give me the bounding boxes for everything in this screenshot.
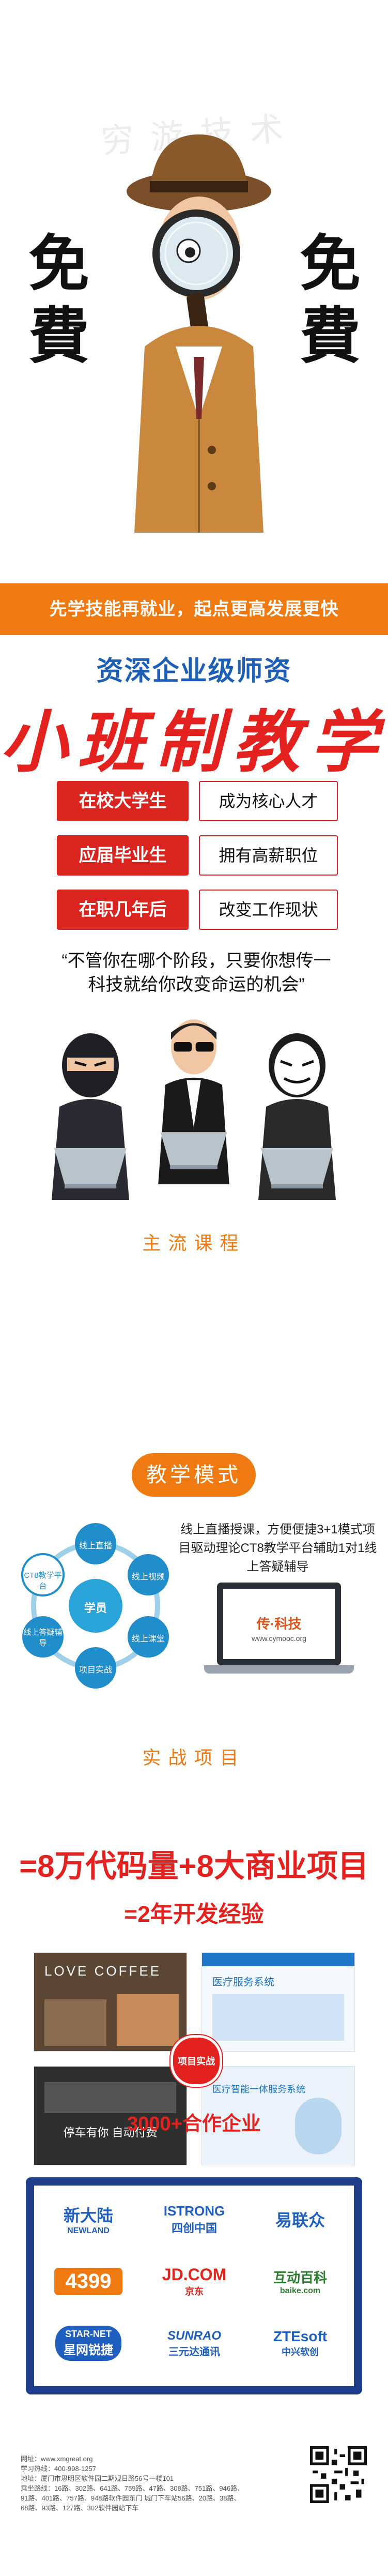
audience-tag: 在校大学生 — [57, 781, 189, 821]
ninja-figure-icon — [52, 1033, 129, 1200]
project-screenshot: 医疗服务系统 — [201, 1952, 355, 2052]
slogan-banner: 先学技能再就业，起点更高发展更快 — [0, 583, 388, 635]
opportunity-quote: “不管你在哪个阶段，只要你想传一科技就给你改变命运的机会” — [61, 951, 331, 995]
detective-illustration — [127, 134, 271, 533]
partner-logo: STAR-NET 星网锐捷 — [39, 2320, 137, 2367]
project-screenshot: LOVE COFFEE — [34, 1952, 187, 2052]
partners-title: 3000+合作企业 — [127, 2113, 261, 2135]
code-volume-headline: =8万代码量+8大商业项目 — [19, 1849, 369, 1884]
free-char-right-1: 免 — [300, 228, 361, 299]
footer-info: 网址：www.xmgreat.org 学习热线：400-998-1257 地址：… — [21, 2454, 279, 2513]
audience-row-3: 在职几年后 改变工作现状 — [57, 890, 338, 930]
free-char-left-1: 免 — [28, 228, 90, 299]
project-screenshot: 医疗智能一体服务系统 — [201, 2066, 355, 2165]
project-screenshot: 停车有你 自动付费 — [34, 2066, 187, 2165]
masked-figure-icon — [258, 1033, 336, 1200]
main-courses-title: 主流课程 — [142, 1232, 246, 1254]
audience-tag: 应届毕业生 — [57, 835, 189, 876]
partner-logo: ZTEsoft 中兴软创 — [273, 2328, 328, 2357]
footer-address: 地址：厦门市思明区软件园二期观日路56号一楼101 — [21, 2475, 174, 2482]
free-char-right-2: 費 — [300, 300, 361, 372]
partner-logo: 易联众 — [275, 2211, 325, 2229]
partner-logo: 互动百科 baike.com — [273, 2269, 327, 2295]
partner-logo: SUNRAO 三元达通讯 — [167, 2328, 221, 2358]
audience-tag: 在职几年后 — [57, 890, 189, 930]
partner-logo: ISTRONG 四创中国 — [163, 2203, 225, 2235]
project-caption: 医疗智能一体服务系统 — [212, 2084, 305, 2095]
laptop-screen: 传·科技 www.cymooc.org — [217, 1583, 341, 1665]
footer-website: 网址：www.xmgreat.org — [21, 2455, 93, 2463]
free-char-left-2: 費 — [28, 300, 90, 372]
footer-routes: 乘坐路线：16路、302路、641路、759路、47路、308路、751路、94… — [21, 2484, 244, 2492]
project-caption: LOVE COFFEE — [44, 1963, 162, 1979]
small-class-title: 小班制教学 — [0, 702, 388, 781]
cycle-node-label: 线上答疑辅导 — [23, 1628, 63, 1648]
faculty-title: 资深企业级师资 — [96, 656, 292, 686]
laptop-logo: 传·科技 — [256, 1616, 302, 1632]
qr-code-icon — [310, 2446, 367, 2503]
audience-desc: 改变工作现状 — [199, 890, 338, 930]
cycle-hub-label: 学员 — [84, 1602, 107, 1615]
footer-routes: 68路、93路、127路、302软件园站下车 — [21, 2504, 139, 2512]
project-badge: 项目实战 — [170, 2035, 222, 2087]
teaching-mode-title: 教学模式 — [132, 1453, 256, 1497]
projects-title: 实战项目 — [142, 1747, 246, 1768]
cycle-node-label: 项目实战 — [79, 1666, 112, 1675]
partner-logo: JD.COM 京东 — [162, 2265, 227, 2297]
cycle-node-label: 线上直播 — [79, 1542, 112, 1550]
partner-logo: 新大陆 NEWLAND — [63, 2206, 113, 2235]
audience-desc: 成为核心人才 — [199, 781, 338, 821]
teaching-cycle-diagram — [21, 1523, 169, 1689]
hero-section: 穷 游 技 术 传 教 免 費 免 費 — [0, 0, 388, 579]
audience-row-2: 应届毕业生 拥有高薪职位 — [57, 835, 338, 876]
footer-routes: 91路、401路、757路、948路软件园东门 城门下车站56路、20路、38路… — [21, 2494, 241, 2502]
cycle-node-label: CT8教学平台 — [24, 1571, 62, 1591]
audience-row-1: 在校大学生 成为核心人才 — [57, 781, 338, 821]
partners-logo-grid: 新大陆 NEWLAND ISTRONG 四创中国 易联众 4399 JD.COM… — [26, 2177, 362, 2394]
laptop-url: www.cymooc.org — [252, 1634, 306, 1643]
agent-figure-icon — [158, 1019, 229, 1184]
project-caption: 停车有你 自动付费 — [63, 2126, 158, 2139]
laptop-base — [204, 1665, 354, 1674]
cycle-node-label: 线上课堂 — [131, 1635, 165, 1644]
teaching-mode-description: 线上直播授课，方便便捷3+1模式项目驱动理论CT8教学平台辅助1对1线上答疑辅导 — [178, 1523, 377, 1574]
audience-desc: 拥有高薪职位 — [199, 835, 338, 876]
cycle-node-label: 线上视频 — [131, 1573, 165, 1581]
project-caption: 医疗服务系统 — [212, 1977, 274, 1988]
footer-hotline: 学习热线：400-998-1257 — [21, 2465, 96, 2473]
partner-logo: 4399 — [39, 2258, 137, 2304]
experience-subheadline: =2年开发经验 — [124, 1902, 264, 1927]
